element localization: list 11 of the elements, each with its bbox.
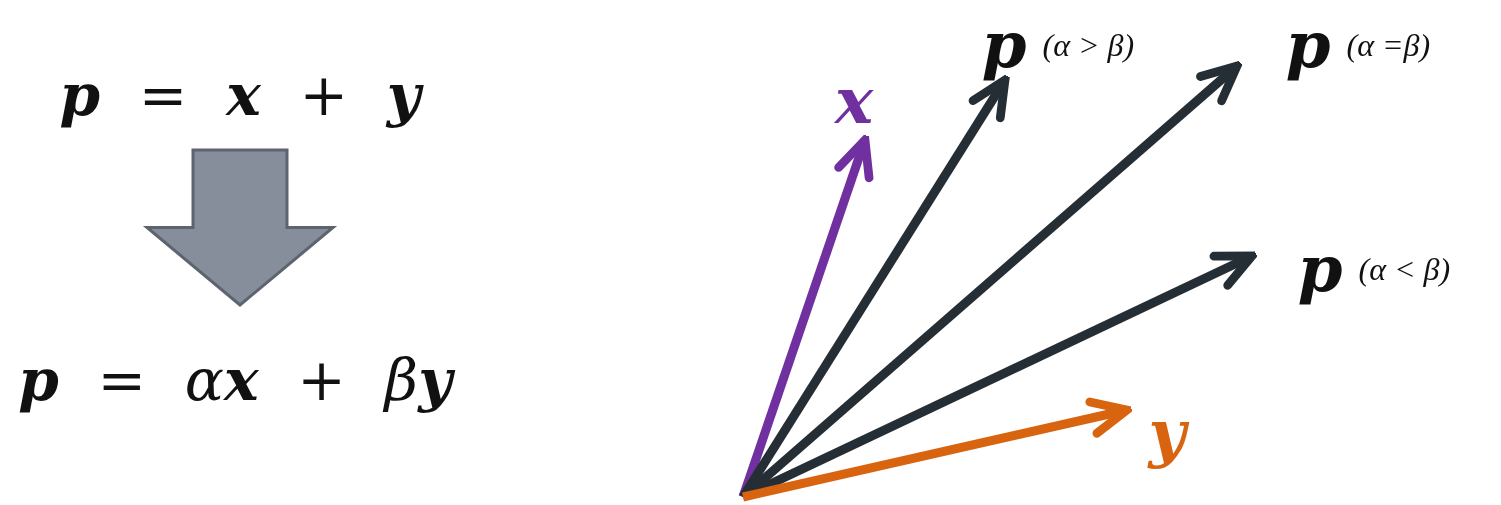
equation: p = x + y: [40, 40, 440, 150]
condition-label: (α < β): [1358, 250, 1451, 288]
condition-label: (α > β): [1042, 26, 1135, 64]
block-arrow: [142, 148, 338, 307]
vector-arrow: [738, 135, 874, 499]
equation: p = αx + βy: [0, 305, 470, 425]
vector-arrow: [739, 75, 1010, 500]
vector-arrow: [742, 397, 1132, 502]
condition-label: (α =β): [1346, 26, 1431, 64]
vector-label: y: [1134, 398, 1200, 468]
vector-label: x: [826, 70, 882, 132]
